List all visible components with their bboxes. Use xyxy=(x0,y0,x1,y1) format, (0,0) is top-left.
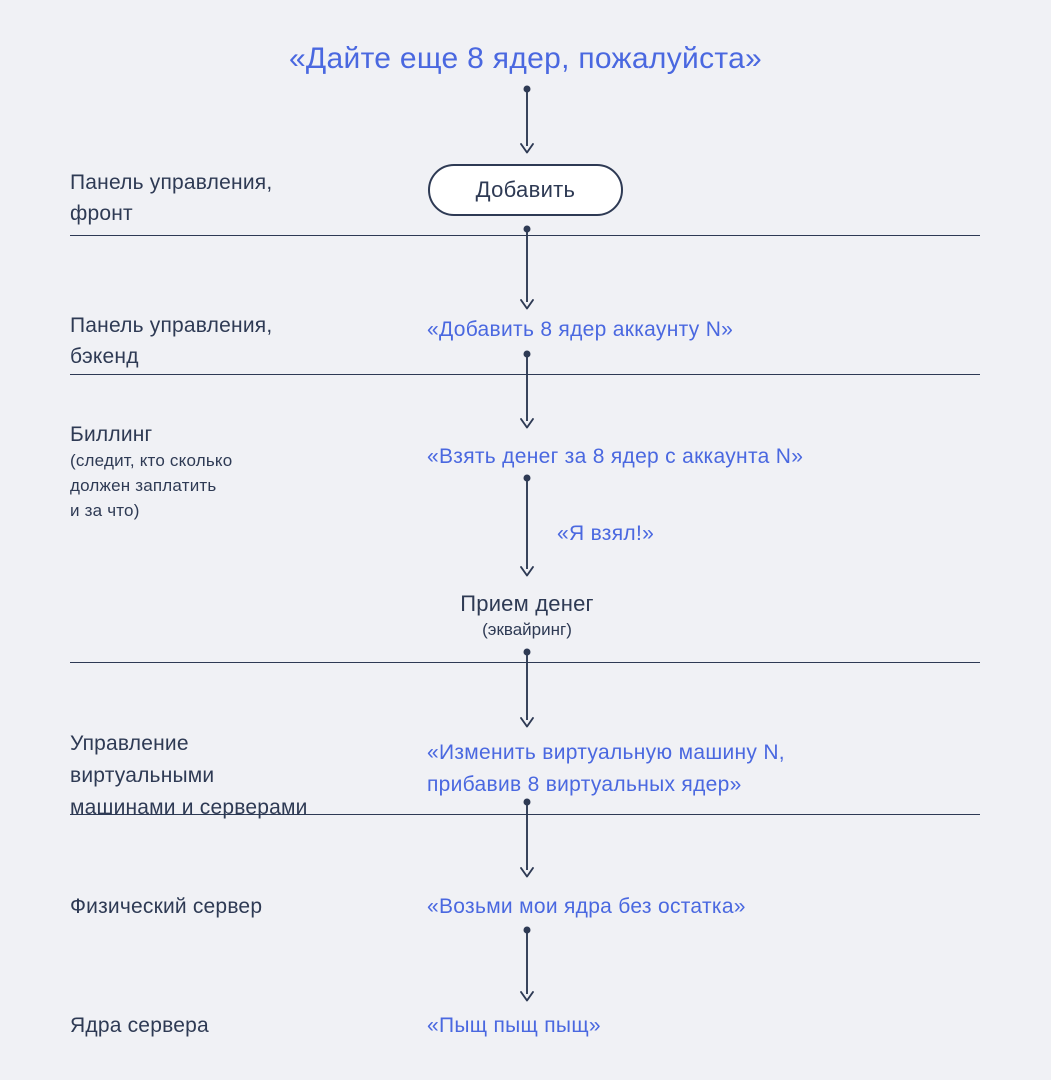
arrow-front-to-backend xyxy=(520,225,534,310)
arrow-backend-to-billing xyxy=(520,350,534,429)
arrow-server-to-cores xyxy=(520,926,534,1002)
message-billing-reply: «Я взял!» xyxy=(557,522,655,545)
message-physical-server: «Возьми мои ядра без остатка» xyxy=(427,895,746,918)
arrow-title-to-button xyxy=(520,85,534,154)
message-cores: «Пыщ пыщ пыщ» xyxy=(427,1014,601,1037)
lane-divider-2 xyxy=(70,374,980,375)
node-acquiring: Прием денег (эквайринг) xyxy=(377,591,677,640)
lane-label-cores: Ядра сервера xyxy=(70,1014,209,1037)
arrow-vm-to-server xyxy=(520,798,534,878)
message-virtualization: «Изменить виртуальную машину N, прибавив… xyxy=(427,741,785,796)
arrow-billing-to-acquiring xyxy=(520,474,534,577)
lane-divider-1 xyxy=(70,235,980,236)
acquiring-label: Прием денег xyxy=(460,591,594,616)
lane-label-physical-server: Физический сервер xyxy=(70,895,263,918)
message-backend: «Добавить 8 ядер аккаунту N» xyxy=(427,318,734,341)
message-billing: «Взять денег за 8 ядер с аккаунта N» xyxy=(427,445,804,468)
acquiring-sublabel: (эквайринг) xyxy=(482,620,572,639)
lane-label-front: Панель управления, фронт xyxy=(70,171,273,225)
lane-label-backend: Панель управления, бэкенд xyxy=(70,314,273,368)
lane-label-virtualization: Управление виртуальными машинами и серве… xyxy=(70,732,308,819)
lane-divider-4 xyxy=(70,814,980,815)
diagram-title: «Дайте еще 8 ядер, пожалуйста» xyxy=(288,42,763,75)
lane-note-billing: (следит, кто сколько должен заплатить и … xyxy=(70,451,233,520)
lane-label-billing: Биллинг xyxy=(70,423,153,446)
arrow-acquiring-to-vm xyxy=(520,648,534,728)
add-button[interactable]: Добавить xyxy=(428,164,623,216)
lane-divider-3 xyxy=(70,662,980,663)
